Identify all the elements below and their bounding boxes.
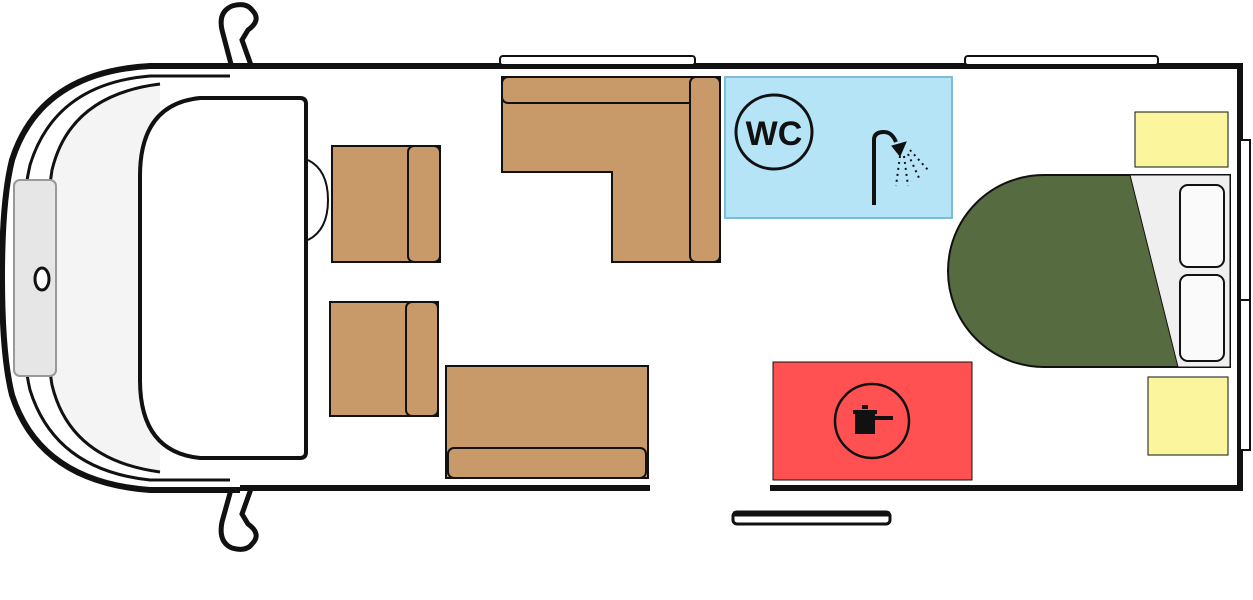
mirror-bottom — [218, 485, 259, 552]
bathroom — [724, 76, 953, 219]
wall-right-trim — [1239, 139, 1251, 301]
l-sofa — [501, 76, 721, 263]
pillow-top — [1179, 184, 1225, 268]
steering — [307, 159, 330, 241]
cab-seat-driver — [331, 145, 441, 263]
shower-icon — [872, 129, 929, 205]
wc-label: WC — [746, 115, 803, 153]
window-top-left — [499, 55, 696, 66]
wc-icon: WC — [734, 93, 814, 171]
cooking-pot-icon — [833, 382, 911, 460]
pillow-bottom — [1179, 274, 1225, 362]
bedside-storage-top — [1134, 111, 1229, 168]
badge — [33, 266, 51, 292]
bedside-storage-bottom — [1147, 376, 1229, 456]
bench-seat — [445, 365, 649, 479]
cab-seat-passenger — [329, 301, 439, 417]
window-top-right — [964, 55, 1159, 66]
bed — [947, 174, 1231, 368]
mirror-top — [218, 2, 259, 69]
wall-right-trim-2 — [1239, 299, 1251, 451]
windshield — [138, 96, 308, 460]
